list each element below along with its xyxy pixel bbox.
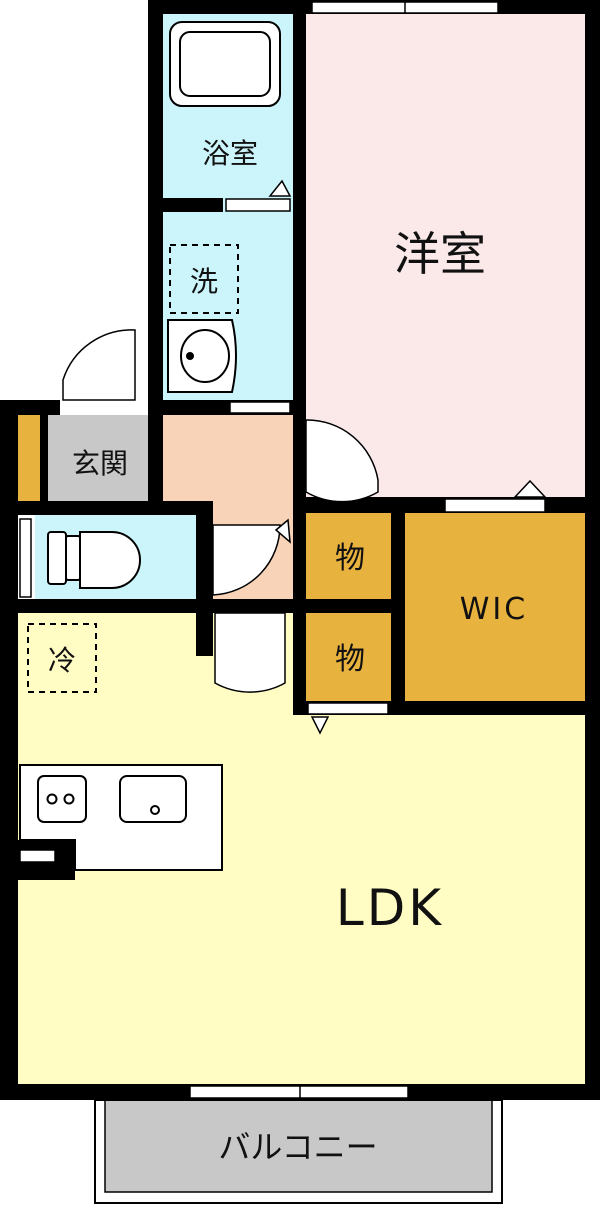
fridge-space (27, 623, 97, 693)
entrance-fill (48, 415, 150, 501)
balcony-inner (104, 1099, 493, 1193)
ldk-door (214, 612, 286, 693)
stove (37, 775, 87, 823)
wic-label: WIC (460, 592, 528, 627)
bath-door (225, 198, 291, 212)
windows (19, 1, 499, 1099)
storage-1-fill (306, 513, 391, 599)
ldk-fill (18, 613, 586, 1084)
wic-fill (405, 513, 585, 701)
toilet-door (212, 524, 281, 596)
window-ldk-bottom (189, 1085, 409, 1099)
washroom-label: 洗 (190, 265, 218, 298)
storage-2-label: 物 (335, 642, 365, 677)
balcony-fill (105, 1100, 492, 1192)
sink (119, 775, 187, 823)
western-door (305, 419, 379, 503)
bath-label: 浴室 (202, 137, 258, 170)
storage-1-label: 物 (335, 541, 365, 576)
front-door (62, 329, 136, 401)
wic-door (444, 498, 546, 513)
fridge-label: 冷 (48, 644, 76, 677)
western-room-label: 洋室 (394, 227, 486, 281)
window-toilet (19, 518, 32, 598)
hall-fill (150, 415, 293, 513)
storage-door (307, 702, 389, 715)
entrance-label: 玄関 (72, 447, 128, 480)
window-kitchen (19, 849, 56, 863)
doors (62, 179, 547, 735)
wash-vent (229, 401, 291, 414)
fixtures (19, 21, 281, 871)
storage-2-fill (306, 613, 391, 701)
balcony-label: バルコニー (218, 1128, 377, 1166)
western-room-fill (306, 14, 586, 500)
shoe-closet-fill (18, 415, 40, 501)
appliance-spaces (27, 244, 239, 693)
washer-space (169, 244, 239, 314)
ldk-label: LDK (336, 879, 444, 937)
toilet-fixture (47, 531, 141, 589)
